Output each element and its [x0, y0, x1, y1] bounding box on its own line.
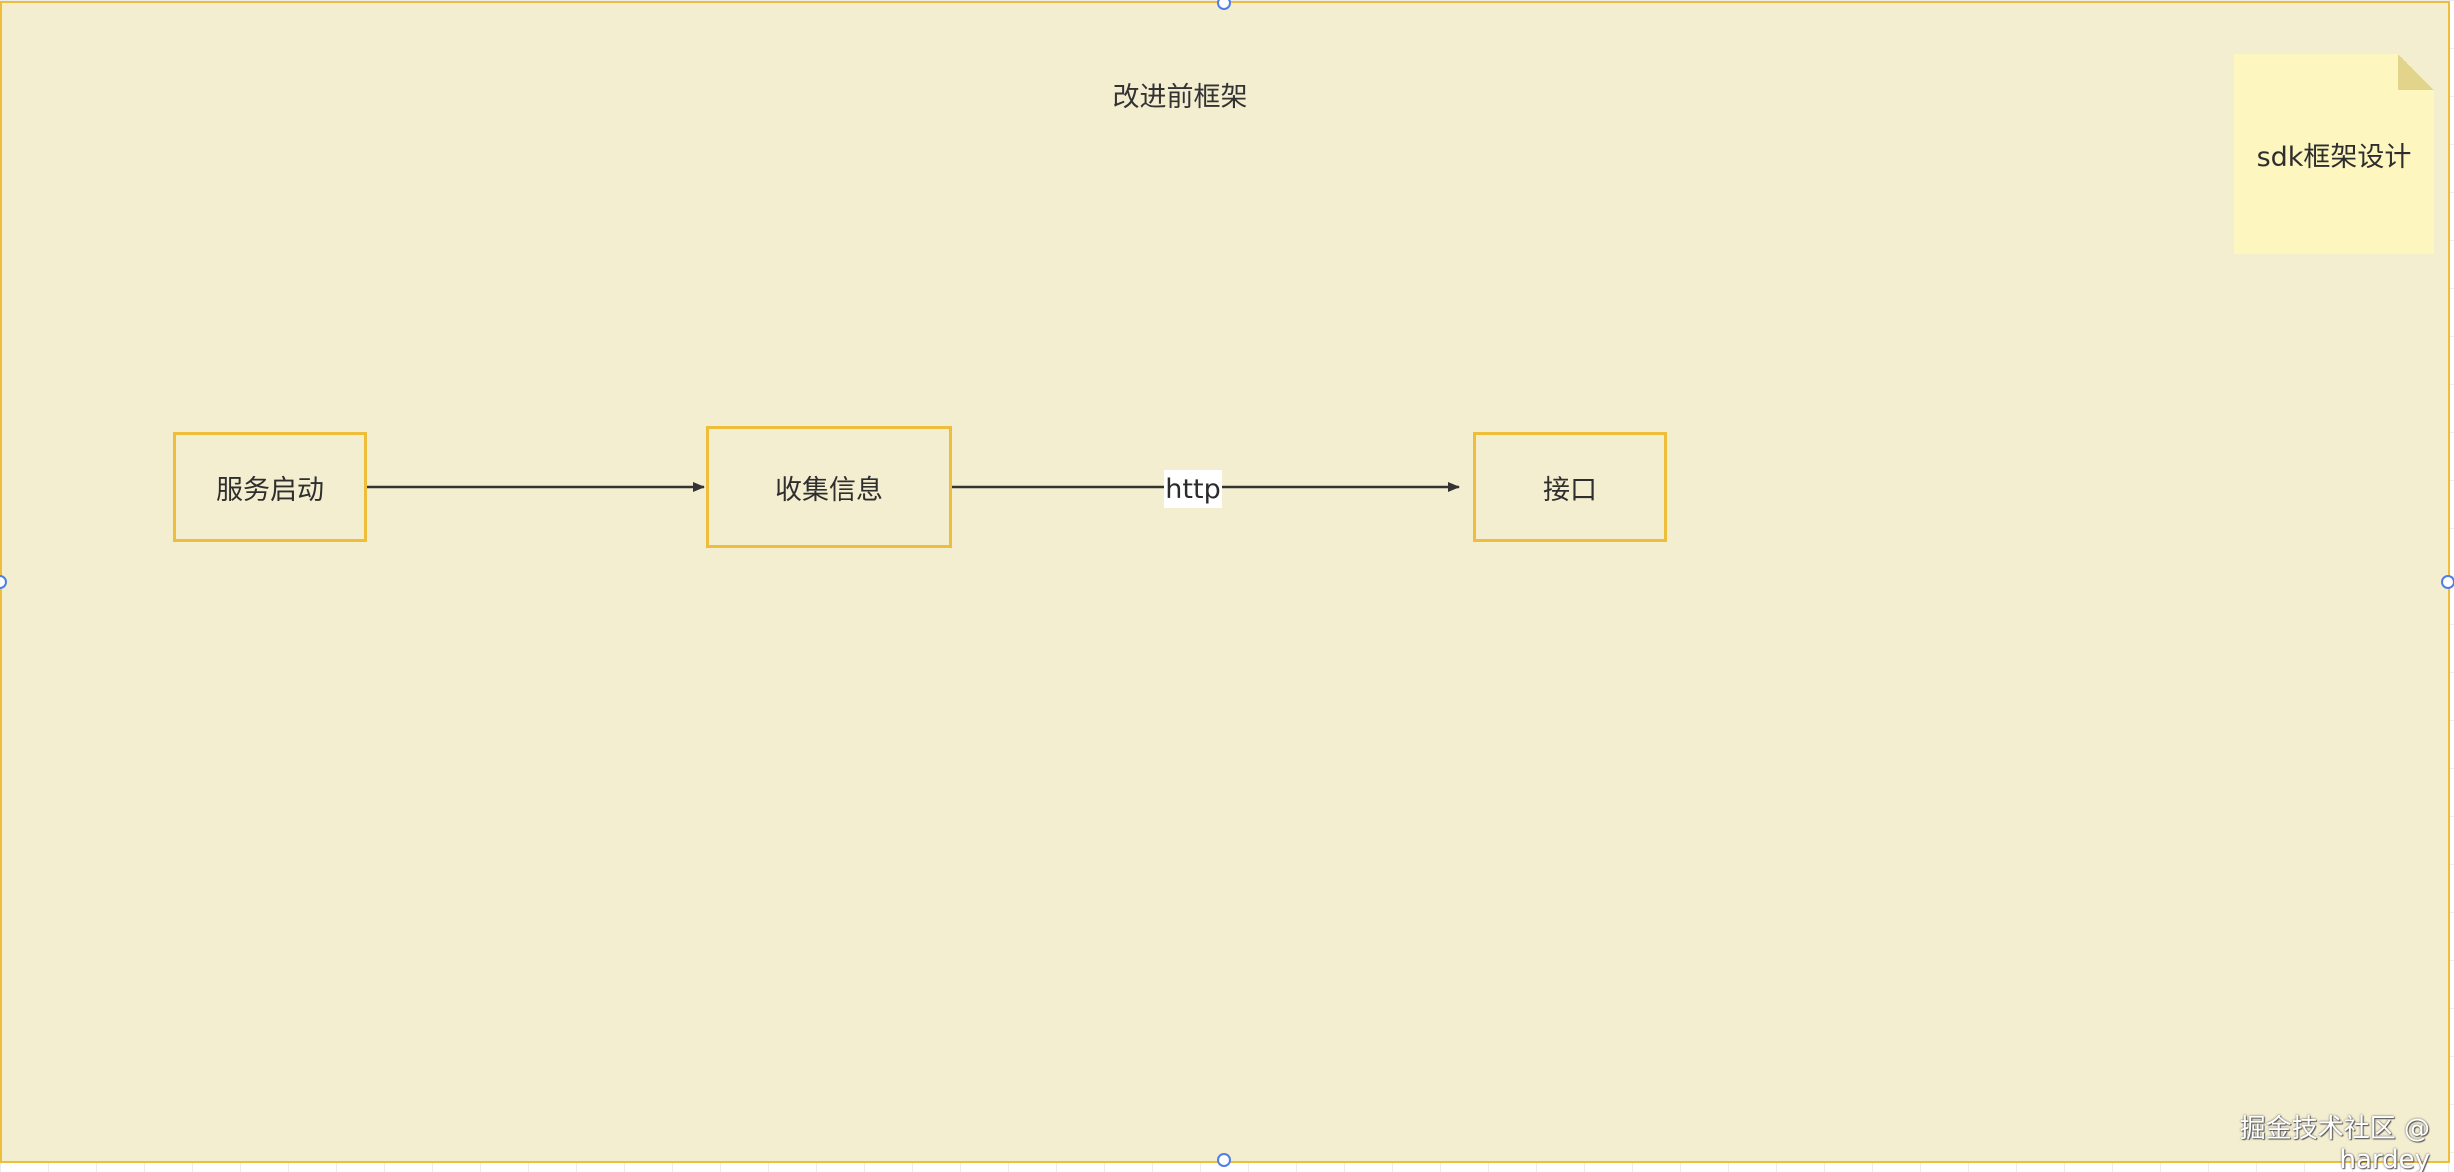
edge-label-http[interactable]: http: [1164, 470, 1222, 508]
frame-resize-handle-top[interactable]: [1217, 0, 1231, 10]
watermark: 掘金技术社区 @ hardey: [2239, 1114, 2430, 1172]
frame-resize-handle-bottom[interactable]: [1217, 1153, 1231, 1167]
sticky-note-text: sdk框架设计: [2256, 141, 2412, 173]
node-collect-info[interactable]: 收集信息: [706, 426, 952, 548]
sticky-note-fold-corner: [2398, 54, 2434, 90]
node-service-start[interactable]: 服务启动: [173, 432, 367, 542]
node-label: 收集信息: [775, 474, 883, 506]
frame-title[interactable]: 改进前框架: [1112, 82, 1248, 113]
frame-resize-handle-left[interactable]: [0, 575, 7, 589]
node-label: 服务启动: [216, 474, 324, 506]
node-label: 接口: [1543, 474, 1597, 506]
node-interface[interactable]: 接口: [1473, 432, 1667, 542]
